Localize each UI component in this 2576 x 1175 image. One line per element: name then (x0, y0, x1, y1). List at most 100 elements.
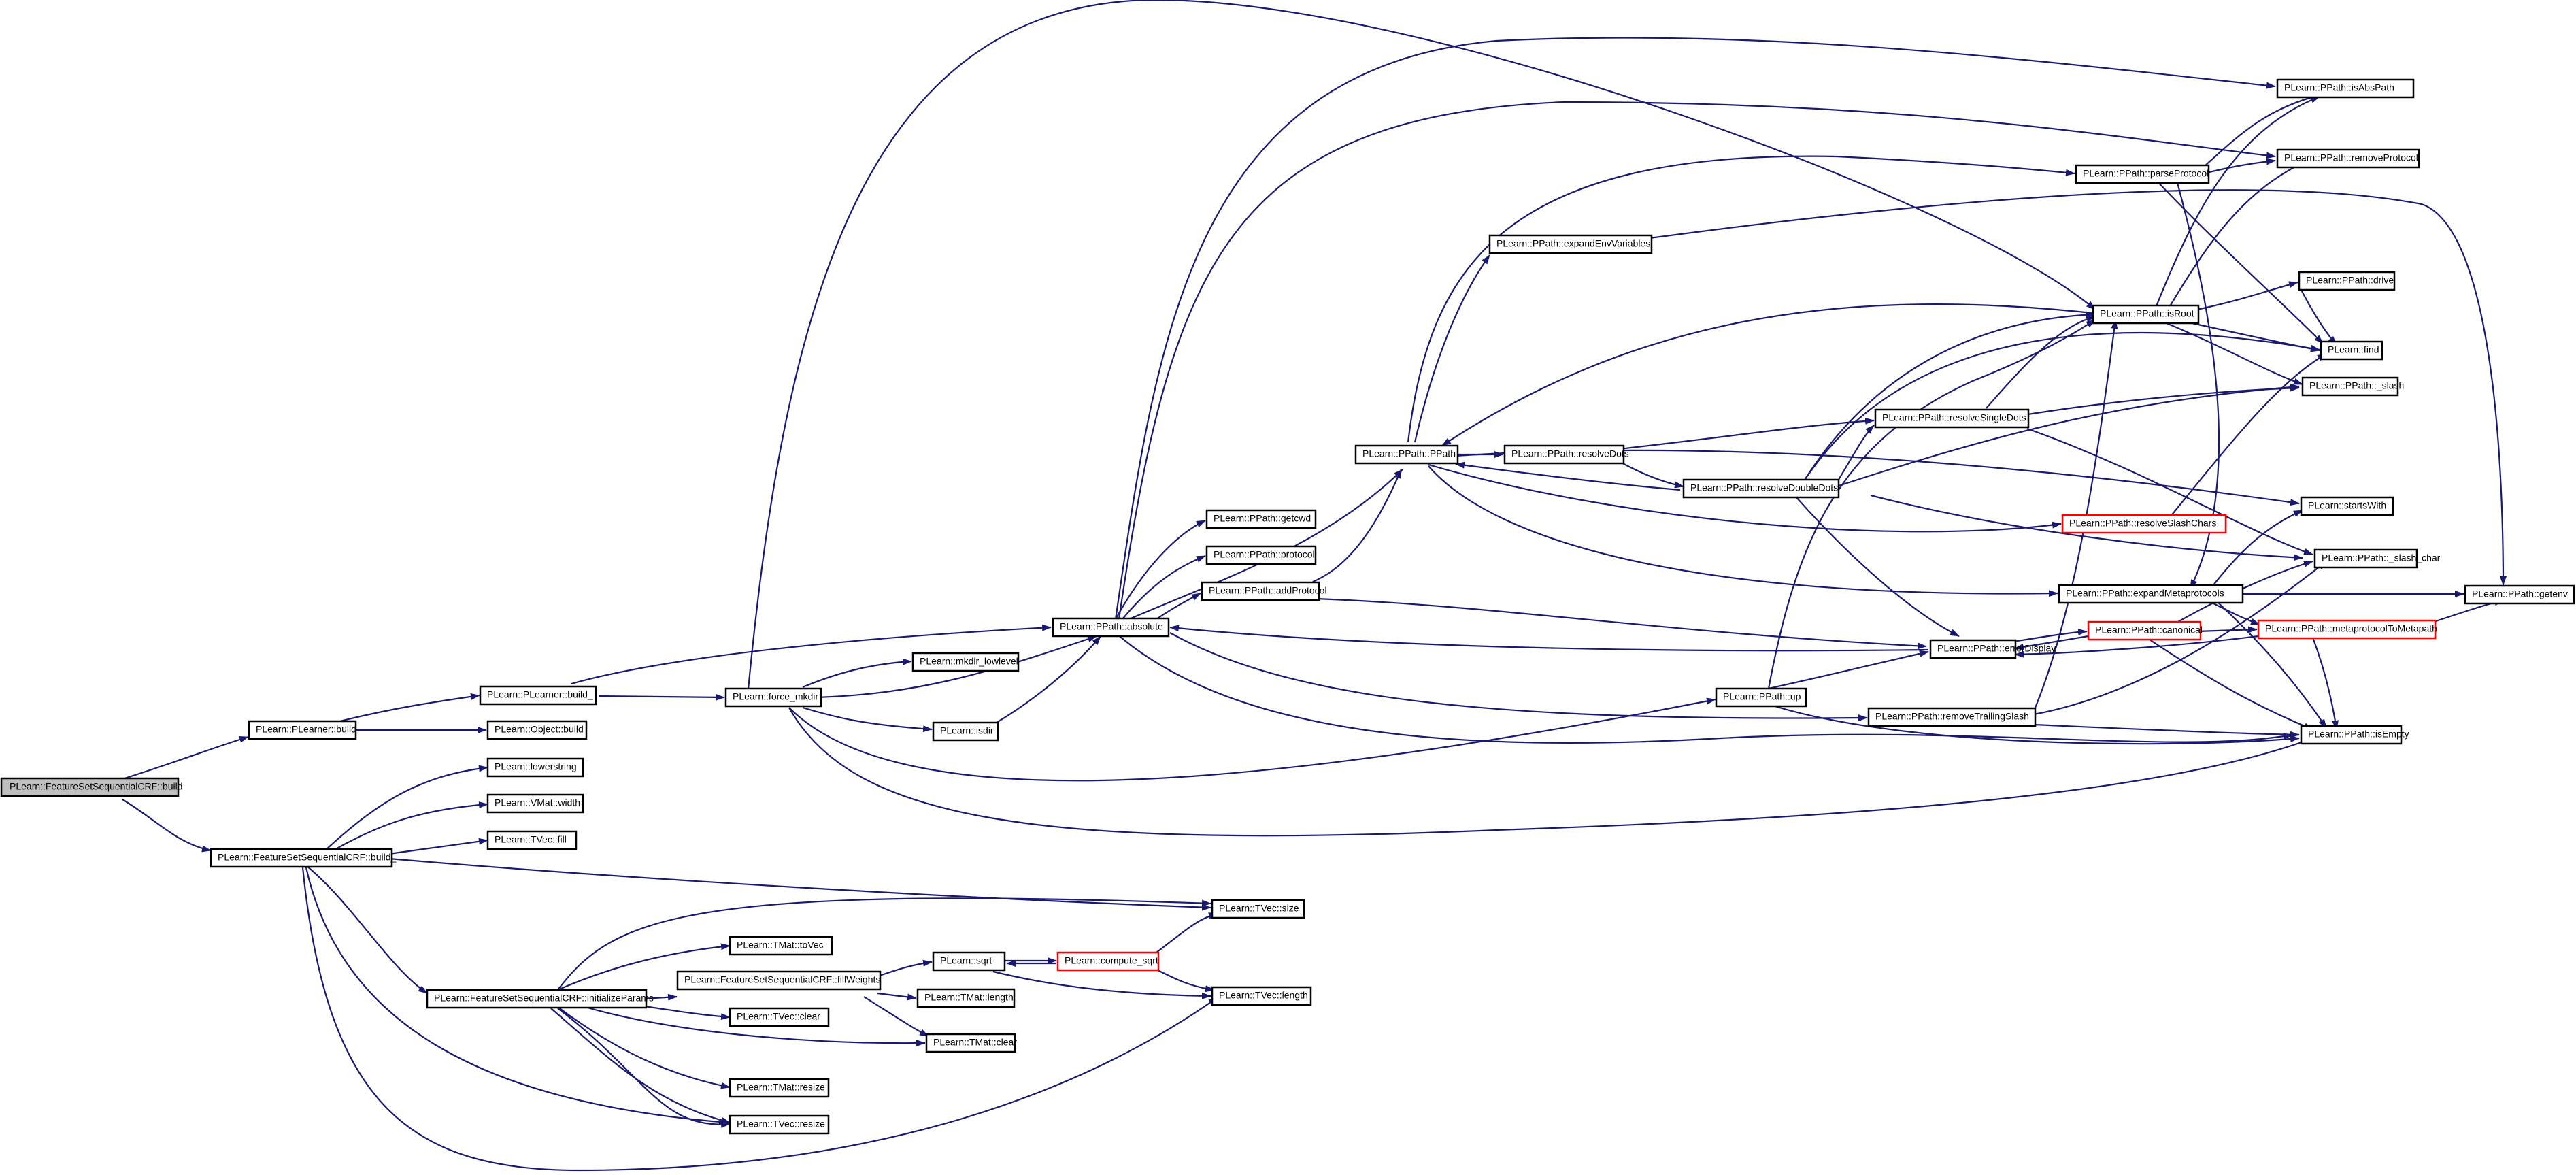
edge-em-startswith (2210, 509, 2303, 589)
node-root[interactable]: PLearn::FeatureSetSequentialCRF::build (0, 777, 182, 797)
edge-ip-tovec (557, 943, 731, 991)
node-lowerstring[interactable]: PLearn::lowerstring (486, 757, 584, 778)
edge-fm-isempty (788, 707, 2313, 837)
edge-abs-protocol (1122, 555, 1206, 620)
node-tvec-resize[interactable]: PLearn::TVec::resize (729, 1114, 830, 1135)
svg-text:PLearn::PPath::getenv: PLearn::PPath::getenv (2472, 589, 2568, 599)
node-ppath-getcwd[interactable]: PLearn::PPath::getcwd (1205, 509, 1317, 529)
svg-text:PLearn::VMat::width: PLearn::VMat::width (495, 797, 580, 808)
edge-rts-slashchar (2033, 561, 2327, 716)
svg-text:PLearn::PPath::canonical: PLearn::PPath::canonical (2095, 625, 2203, 635)
edge-ip-tmclear (584, 1006, 926, 1047)
node-tvec-size[interactable]: PLearn::TVec::size (1211, 899, 1305, 919)
edge-ip-tmresize (557, 1006, 731, 1089)
svg-text:PLearn::PPath::isRoot: PLearn::PPath::isRoot (2100, 308, 2194, 319)
node-is-empty[interactable]: PLearn::PPath::isEmpty (2300, 725, 2409, 745)
edge-build-plbuild (339, 693, 480, 723)
svg-text:PLearn::mkdir_lowlevel: PLearn::mkdir_lowlevel (920, 656, 1018, 667)
edge-abs-removeproto (1118, 101, 2276, 620)
svg-text:PLearn::PPath::up: PLearn::PPath::up (1723, 691, 1801, 702)
node-parse-protocol[interactable]: PLearn::PPath::parseProtocol (2075, 164, 2210, 184)
edge-csqrt-tvsize (1156, 912, 1218, 953)
node-resolve-single-dots[interactable]: PLearn::PPath::resolveSingleDots (1874, 408, 2030, 429)
edge-ppath-expandenv (1414, 254, 1490, 443)
edge-plbuild-absolute (571, 624, 1052, 685)
edge-abs-getcwd (1115, 520, 1206, 620)
svg-text:PLearn::TVec::length: PLearn::TVec::length (1219, 990, 1308, 1001)
node-expand-env-variables[interactable]: PLearn::PPath::expandEnvVariables (1488, 234, 1653, 254)
edge-rdd-slashchar (1870, 494, 2303, 561)
edge-rts-isroot (2033, 319, 2118, 712)
node-tvec-fill[interactable]: PLearn::TVec::fill (486, 830, 578, 850)
node-find[interactable]: PLearn::find (2320, 340, 2383, 361)
edge-ppath-parseproto (1407, 155, 2075, 443)
node-error-display[interactable]: PLearn::PPath::errorDisplay (1929, 639, 2056, 659)
node-ppath-up[interactable]: PLearn::PPath::up (1715, 687, 1807, 708)
node-metaprotocol-to-metapath[interactable]: PLearn::PPath::metaprotocolToMetapath (2257, 619, 2437, 640)
node-starts-with[interactable]: PLearn::startsWith (2300, 496, 2394, 516)
node-remove-trailing-slash[interactable]: PLearn::PPath::removeTrailingSlash (1867, 707, 2037, 727)
node-isdir[interactable]: PLearn::isdir (932, 721, 999, 742)
node-getenv[interactable]: PLearn::PPath::getenv (2464, 584, 2575, 605)
node-tvec-length[interactable]: PLearn::TVec::length (1211, 986, 1312, 1006)
node-ppath-addprotocol[interactable]: PLearn::PPath::addProtocol (1201, 581, 1327, 601)
edge-root-build (122, 735, 249, 780)
svg-text:PLearn::FeatureSetSequentialCR: PLearn::FeatureSetSequentialCRF::initial… (434, 993, 654, 1004)
node-object-build[interactable]: PLearn::Object::build (486, 720, 588, 740)
edge-rdd-isroot (1802, 311, 2096, 484)
svg-text:PLearn::TMat::clear: PLearn::TMat::clear (933, 1037, 1017, 1048)
node-ppath-protocol[interactable]: PLearn::PPath::protocol (1205, 545, 1317, 565)
edge-rsc-find (2169, 353, 2327, 518)
node-tmat-tovec[interactable]: PLearn::TMat::toVec (729, 936, 833, 956)
svg-text:PLearn::PPath::expandMetaproto: PLearn::PPath::expandMetaprotocols (2066, 588, 2224, 599)
node-tmat-clear[interactable]: PLearn::TMat::clear (925, 1033, 1017, 1053)
edge-rdd-ppath (1455, 461, 1681, 491)
node-featureset-build-underscore[interactable]: PLearn::FeatureSetSequentialCRF::build_ (210, 848, 396, 868)
node-slash-char[interactable]: PLearn::PPath::_slash_char (2313, 548, 2441, 569)
node-ppath-drive[interactable]: PLearn::PPath::drive (2298, 271, 2396, 291)
edge-up-errdisp (1768, 650, 1929, 690)
node-plearner-build-underscore[interactable]: PLearn::PLearner::build_ (479, 685, 597, 706)
node-is-abs-path[interactable]: PLearn::PPath::isAbsPath (2276, 78, 2415, 99)
node-compute-sqrt[interactable]: PLearn::compute_sqrt (1056, 951, 1160, 972)
node-mkdir-lowlevel[interactable]: PLearn::mkdir_lowlevel (911, 652, 1020, 672)
node-resolve-dots[interactable]: PLearn::PPath::resolveDots (1503, 444, 1629, 465)
node-initialize-params[interactable]: PLearn::FeatureSetSequentialCRF::initial… (426, 989, 654, 1009)
node-ppath-absolute[interactable]: PLearn::PPath::absolute (1052, 617, 1170, 638)
node-sqrt[interactable]: PLearn::sqrt (932, 951, 1006, 972)
edge-fb-tvsize (388, 857, 1211, 911)
svg-text:PLearn::isdir: PLearn::isdir (940, 725, 994, 736)
edge-can-errdisp (2014, 635, 2089, 650)
node-plearner-build[interactable]: PLearn::PLearner::build (248, 720, 357, 740)
edge-em-isempty (2217, 601, 2327, 729)
edge-ip-tvresize (550, 1008, 731, 1124)
svg-text:PLearn::PPath::isAbsPath: PLearn::PPath::isAbsPath (2284, 82, 2394, 93)
svg-text:PLearn::Object::build: PLearn::Object::build (495, 724, 584, 735)
edge-rsd-slash (2023, 384, 2300, 416)
node-fill-weights[interactable]: PLearn::FeatureSetSequentialCRF::fillWei… (676, 970, 882, 991)
node-resolve-double-dots[interactable]: PLearn::PPath::resolveDoubleDots (1682, 478, 1840, 499)
node-force-mkdir[interactable]: PLearn::force_mkdir (724, 687, 822, 708)
edge-fb-tvlength (301, 867, 1218, 1172)
edge-pp-isabs (2203, 94, 2320, 167)
node-remove-protocol[interactable]: PLearn::PPath::removeProtocol (2276, 148, 2420, 169)
edge-addproto-ppath (1312, 469, 1403, 583)
node-tmat-length[interactable]: PLearn::TMat::length (916, 988, 1016, 1008)
svg-text:PLearn::find: PLearn::find (2328, 344, 2379, 355)
edge-abs-isabs (1114, 37, 2276, 620)
node-resolve-slash-chars[interactable]: PLearn::PPath::resolveSlashChars (2061, 514, 2227, 534)
svg-text:PLearn::PPath::_slash: PLearn::PPath::_slash (2309, 380, 2404, 391)
node-tmat-resize[interactable]: PLearn::TMat::resize (729, 1078, 830, 1098)
node-ppath-slash[interactable]: PLearn::PPath::_slash (2301, 376, 2404, 397)
node-expand-metaprotocols[interactable]: PLearn::PPath::expandMetaprotocols (2058, 584, 2244, 604)
node-ppath-isroot[interactable]: PLearn::PPath::isRoot (2092, 304, 2200, 325)
node-ppath-ppath[interactable]: PLearn::PPath::PPath (1354, 444, 1459, 465)
call-edges (122, 0, 2507, 1172)
node-ppath-canonical[interactable]: PLearn::PPath::canonical (2087, 620, 2203, 641)
node-tvec-clear[interactable]: PLearn::TVec::clear (729, 1007, 830, 1027)
svg-text:PLearn::PLearner::build_: PLearn::PLearner::build_ (487, 689, 593, 700)
svg-text:PLearn::sqrt: PLearn::sqrt (940, 955, 992, 966)
svg-text:PLearn::lowerstring: PLearn::lowerstring (495, 761, 577, 772)
svg-text:PLearn::PPath::addProtocol: PLearn::PPath::addProtocol (1209, 585, 1327, 596)
node-vmat-width[interactable]: PLearn::VMat::width (486, 793, 584, 814)
